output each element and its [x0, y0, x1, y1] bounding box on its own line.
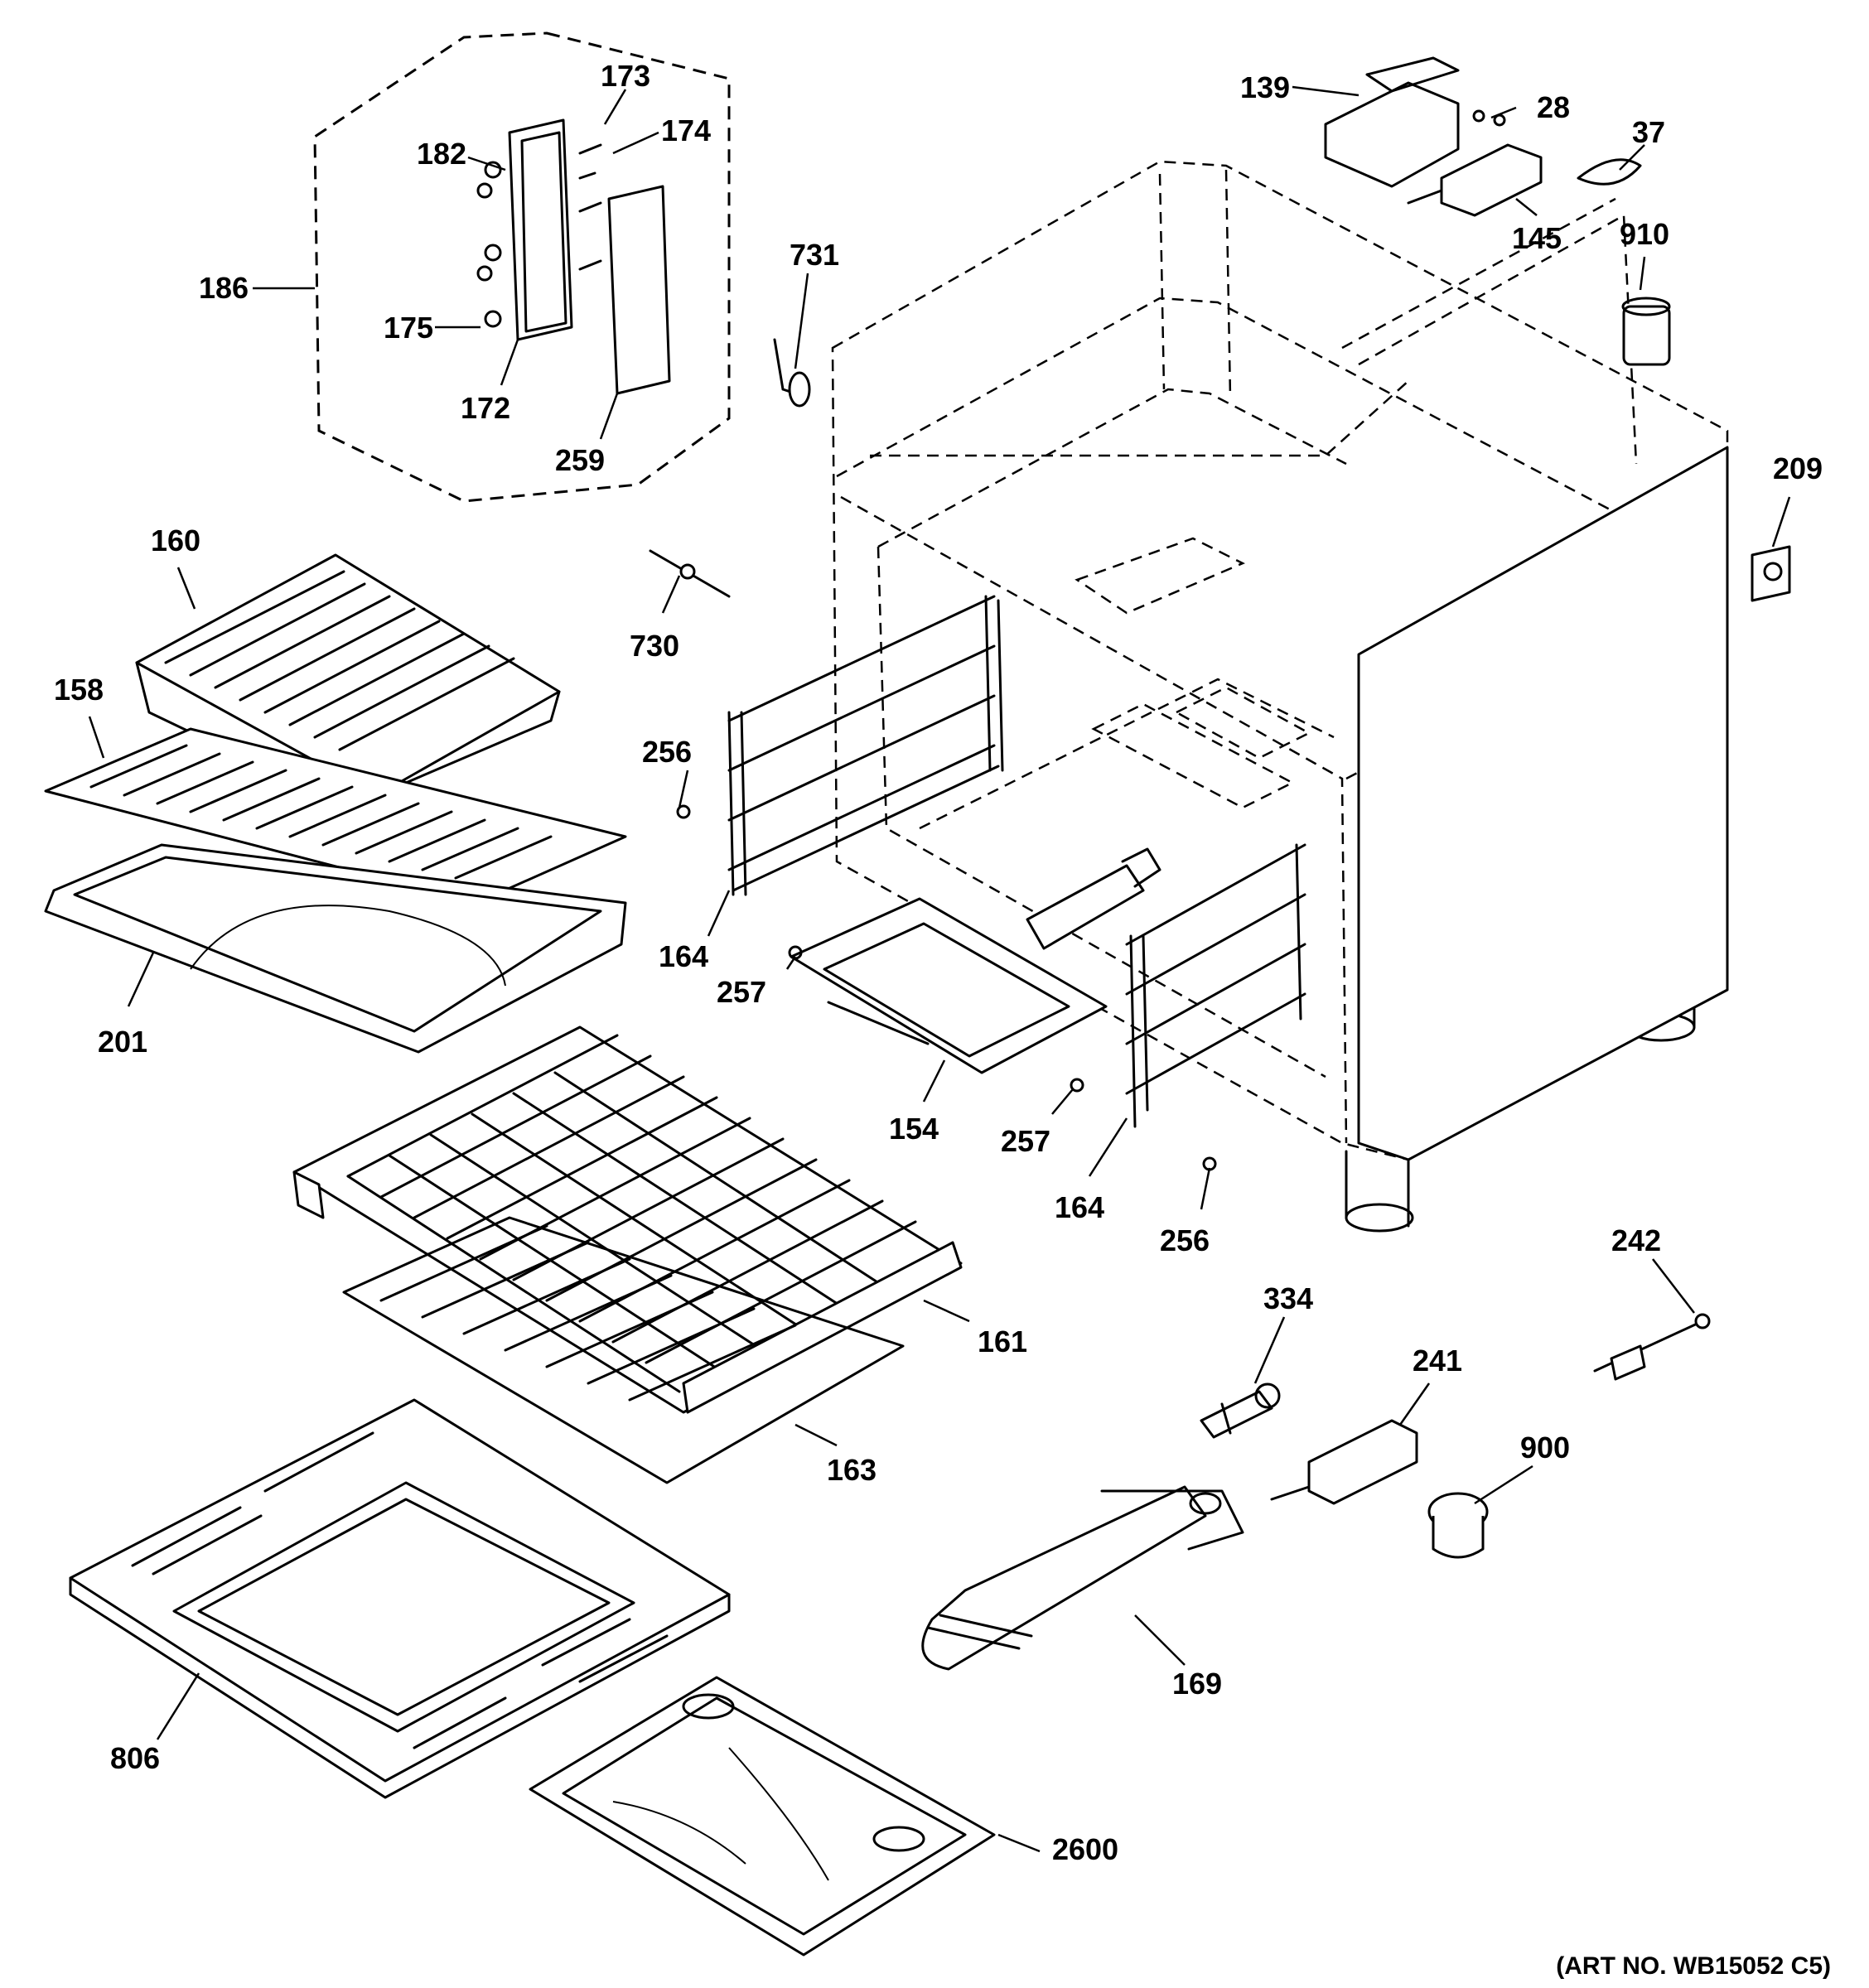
callout-labels: 173 174 182 186 175 172 259 731 730 139 …: [54, 59, 1823, 1866]
part-145-igniter: [1407, 109, 1543, 217]
callout-209: 209: [1773, 451, 1823, 485]
callout-161: 161: [978, 1325, 1027, 1358]
callout-257-right: 257: [1001, 1124, 1050, 1158]
callout-256-upper: 256: [642, 735, 692, 769]
callout-139: 139: [1240, 70, 1290, 104]
callout-145: 145: [1512, 221, 1562, 255]
oven-cavity-frame: [831, 160, 1729, 1233]
part-37-clip: [1577, 158, 1642, 186]
callout-173: 173: [601, 59, 650, 93]
callout-175: 175: [384, 311, 433, 345]
callout-730: 730: [630, 629, 679, 663]
callout-806: 806: [110, 1741, 160, 1775]
part-201-broil-pan: [44, 843, 627, 1054]
callout-900: 900: [1520, 1431, 1570, 1464]
callout-257-left: 257: [717, 975, 766, 1009]
callout-174: 174: [661, 113, 711, 147]
callout-186: 186: [199, 271, 249, 305]
part-154-broil-burner: [790, 847, 1161, 1074]
callout-154: 154: [889, 1112, 939, 1146]
callout-28: 28: [1537, 90, 1570, 124]
callout-201: 201: [98, 1025, 147, 1059]
part-209-thermostat: [1751, 545, 1791, 602]
part-806-oven-bottom: [69, 1398, 731, 1799]
callout-158: 158: [54, 673, 104, 707]
part-900-elbow-fitting: [1427, 1492, 1489, 1559]
part-163-oven-rack: [342, 1216, 905, 1484]
callout-256-lower: 256: [1160, 1223, 1210, 1257]
part-242-sensor-probe: [1593, 1313, 1711, 1381]
art-number: (ART NO. WB15052 C5): [1556, 1952, 1831, 1980]
callout-259: 259: [555, 443, 605, 477]
callout-334: 334: [1263, 1281, 1313, 1315]
part-164-left-rack-support: [727, 595, 1004, 896]
callout-163: 163: [827, 1453, 877, 1487]
part-241-igniter: [1270, 1419, 1418, 1505]
leader-lines: [88, 85, 1791, 1853]
part-161-extension-rack: [292, 1025, 963, 1414]
part-730-probe: [649, 549, 731, 598]
callout-172: 172: [461, 391, 510, 425]
callout-37: 37: [1632, 115, 1665, 149]
callout-241: 241: [1413, 1344, 1462, 1378]
part-169-bake-burner: [921, 1485, 1244, 1671]
part-186-module-assembly: [313, 31, 731, 503]
callout-164-left: 164: [659, 939, 708, 973]
part-731-sensor: [773, 338, 811, 408]
part-910-capacitor: [1621, 297, 1671, 366]
callout-2600: 2600: [1052, 1832, 1118, 1866]
callout-242: 242: [1611, 1223, 1661, 1257]
part-160-broiler-rack: [135, 553, 561, 809]
callout-731: 731: [790, 238, 839, 272]
callout-160: 160: [151, 524, 200, 557]
callout-182: 182: [417, 137, 466, 171]
part-334-orifice: [1200, 1382, 1281, 1439]
callout-169: 169: [1172, 1667, 1222, 1701]
part-139-bracket: [1324, 56, 1460, 188]
part-2600-bottom-cover: [529, 1676, 996, 1957]
part-164-right-rack-support: [1125, 843, 1306, 1128]
callout-910: 910: [1620, 217, 1669, 251]
callout-164-right: 164: [1055, 1190, 1104, 1224]
